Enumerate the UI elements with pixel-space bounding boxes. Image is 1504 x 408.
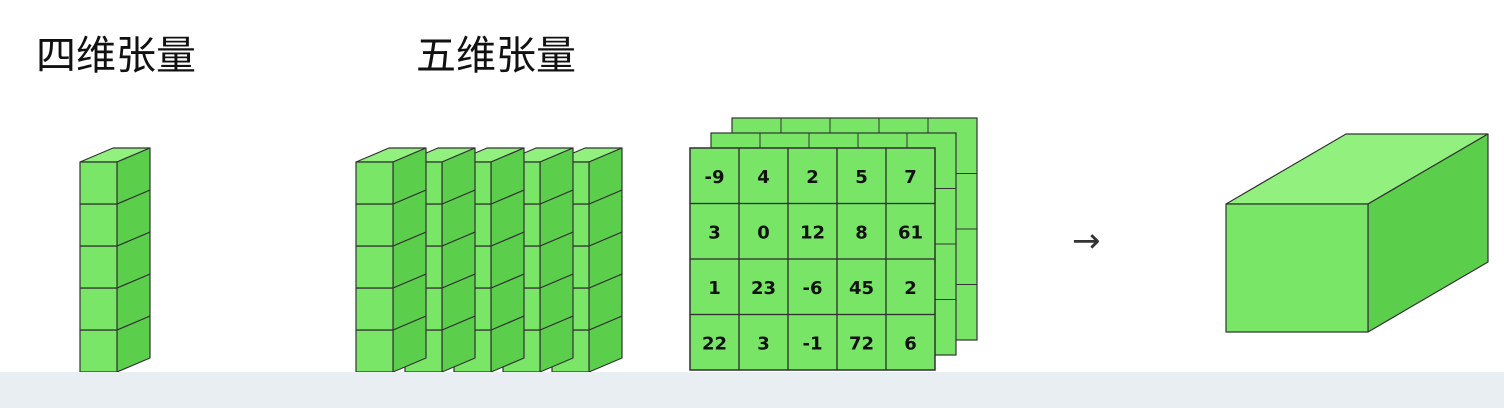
cube-front-face <box>79 161 118 205</box>
cube-front-face <box>79 245 118 289</box>
matrix-cell-value: -1 <box>803 333 823 354</box>
matrix-cell-value: 2 <box>904 278 917 299</box>
cube-front-face <box>1225 203 1369 333</box>
matrix-cell-value: 4 <box>757 167 770 188</box>
matrix-cell-value: 61 <box>898 222 923 243</box>
matrix-cell-value: 23 <box>751 278 776 299</box>
five-d-tensor-label: 五维张量 <box>416 33 576 79</box>
cube-front-face <box>355 287 394 331</box>
matrix-cell-value: 12 <box>800 222 825 243</box>
cube-front-face <box>355 245 394 289</box>
matrix-cell-value: 22 <box>702 333 727 354</box>
matrix-cell-value: 0 <box>757 222 770 243</box>
matrix-cell-value: -6 <box>803 278 823 299</box>
grid-cube <box>355 147 427 205</box>
matrix-cell-value: 8 <box>855 222 868 243</box>
cube-front-face <box>355 161 394 205</box>
cube-front-face <box>355 329 394 373</box>
matrix-cell-value: 6 <box>904 333 917 354</box>
large-cube <box>1225 133 1489 333</box>
stacked-cube <box>79 147 151 205</box>
footer-bar <box>0 372 1504 408</box>
cube-front-face <box>79 203 118 247</box>
cube-block-grid <box>355 147 623 373</box>
matrix-cell-value: 1 <box>708 278 721 299</box>
matrix-cell-value: -9 <box>705 167 725 188</box>
matrix-cell-value: 7 <box>904 167 917 188</box>
cube-front-face <box>79 329 118 373</box>
cube-front-face <box>355 203 394 247</box>
matrix-cell <box>885 313 936 371</box>
matrix-cell-value: 72 <box>849 333 874 354</box>
matrix-cell-value: 2 <box>806 167 819 188</box>
cube-front-face <box>79 287 118 331</box>
matrix-cell-value: 5 <box>855 167 868 188</box>
cube-stack-column <box>79 147 151 373</box>
matrix-cell-value: 3 <box>757 333 770 354</box>
transform-arrow: → <box>1072 221 1101 261</box>
big-cube <box>1225 133 1489 333</box>
matrix-cell-value: 45 <box>849 278 874 299</box>
four-d-tensor-label: 四维张量 <box>36 33 196 79</box>
matrix-cell-value: 3 <box>708 222 721 243</box>
